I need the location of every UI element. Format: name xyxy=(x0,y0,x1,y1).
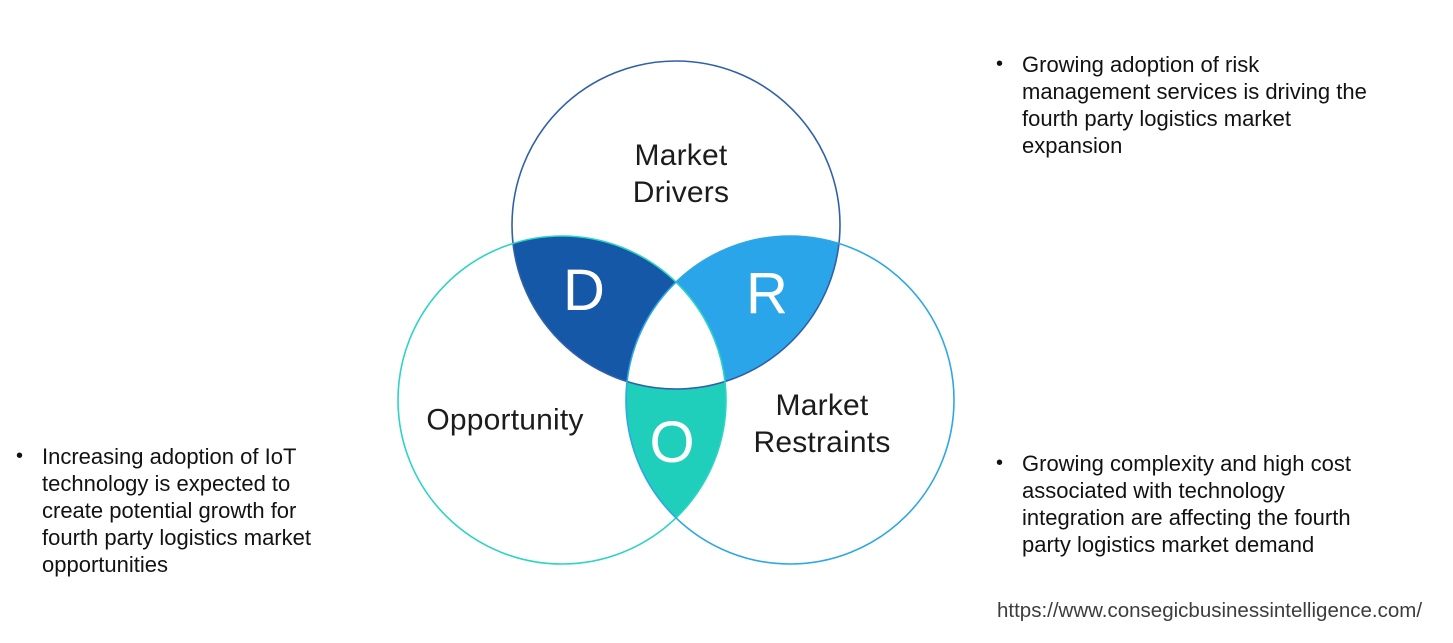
source-url: https://www.consegicbusinessintelligence… xyxy=(997,599,1423,622)
venn-circle-drivers-outline xyxy=(511,60,841,390)
bullet-restraint-note: • Growing complexity and high cost assoc… xyxy=(996,450,1426,558)
bullet-icon: • xyxy=(16,445,24,467)
label-market-restraints: Market Restraints xyxy=(753,389,891,459)
bullet-opportunity-note-text: Increasing adoption of IoT technology is… xyxy=(42,444,311,577)
bullet-driver-note-text: Growing adoption of risk management serv… xyxy=(1022,52,1367,158)
bullet-icon: • xyxy=(996,53,1004,75)
label-market-drivers: Market Drivers xyxy=(632,139,730,209)
venn-circle-opportunity-outline xyxy=(397,235,727,565)
bullet-driver-note: • Growing adoption of risk management se… xyxy=(996,51,1426,159)
letter-d: D xyxy=(563,258,605,323)
label-opportunity: Opportunity xyxy=(426,403,584,437)
bullet-icon: • xyxy=(996,452,1004,474)
venn-region-r-fill xyxy=(626,236,840,389)
venn-circle-restraints-outline xyxy=(625,235,955,565)
venn-region-d-fill xyxy=(512,236,726,389)
bullet-opportunity-note: • Increasing adoption of IoT technology … xyxy=(16,443,396,578)
letter-r: R xyxy=(746,261,788,326)
bullet-restraint-note-text: Growing complexity and high cost associa… xyxy=(1022,451,1351,557)
letter-o: O xyxy=(649,410,695,475)
